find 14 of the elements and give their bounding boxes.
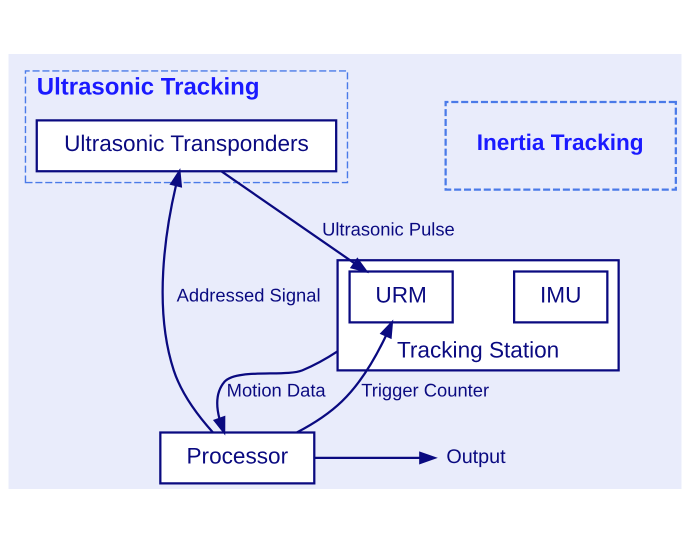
node-box: Processor — [159, 430, 316, 484]
edge-label: Addressed Signal — [176, 284, 321, 306]
arrow — [212, 350, 338, 435]
arrow — [314, 450, 438, 464]
arrow — [162, 168, 214, 432]
node-text: Output — [446, 446, 506, 468]
node-box: IMU — [513, 270, 608, 323]
arrow — [296, 318, 394, 433]
edge-label: Trigger Counter — [361, 378, 490, 400]
node-box: Ultrasonic Transponders — [36, 118, 338, 172]
node-box: Inertia Tracking — [444, 100, 677, 190]
node-box: URM — [348, 270, 454, 323]
edge-label: Ultrasonic Pulse — [322, 218, 455, 239]
edge-label: Motion Data — [226, 378, 326, 400]
